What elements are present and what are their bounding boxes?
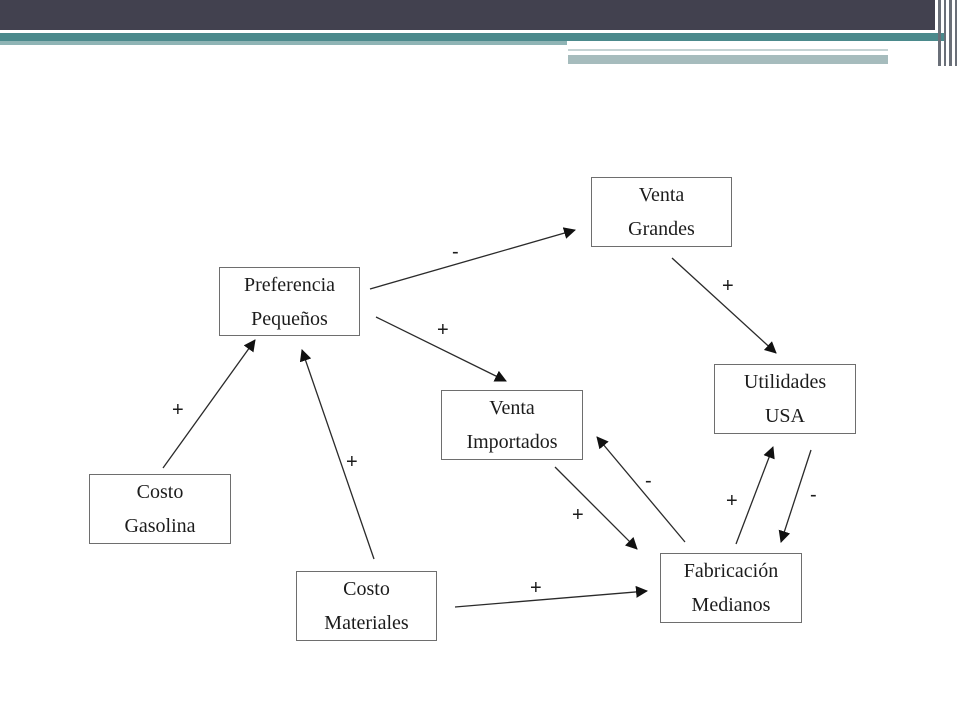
edge-label: + xyxy=(437,319,449,341)
node-label-line: Fabricación xyxy=(683,560,779,582)
edge-label: - xyxy=(452,241,459,263)
edge-materiales-to-fabricacion xyxy=(454,585,648,608)
node-label-line: Costo xyxy=(343,578,390,600)
edge-importados-to-fabricacion xyxy=(554,466,638,550)
node-label-line: Materiales xyxy=(324,612,409,634)
slide-corner-lines xyxy=(935,0,960,66)
node-venta-grandes: Venta Grandes xyxy=(591,177,732,247)
node-costo-materiales: Costo Materiales xyxy=(296,571,437,641)
edge-fabricacion-to-importados xyxy=(596,436,686,543)
node-label-line: Medianos xyxy=(691,594,771,616)
edge-label: - xyxy=(645,470,652,492)
node-label-line: Gasolina xyxy=(124,515,196,537)
edge-fabricacion-to-utilidades xyxy=(735,446,775,545)
node-label-line: Utilidades xyxy=(743,371,827,393)
node-label-line: USA xyxy=(764,405,805,427)
node-venta-importados: Venta Importados xyxy=(441,390,583,460)
slide-accent-stripe xyxy=(0,33,945,41)
edge-label: + xyxy=(722,275,734,297)
node-fabricacion-medianos: Fabricación Medianos xyxy=(660,553,802,623)
edge-label: + xyxy=(172,399,184,421)
node-label-line: Venta xyxy=(489,397,535,419)
edge-preferencia-to-venta-importados xyxy=(375,316,507,382)
edge-materiales-to-preferencia xyxy=(299,349,375,560)
slide-sub-stripe-thin xyxy=(568,49,888,51)
node-label-line: Grandes xyxy=(628,218,695,240)
node-label-line: Venta xyxy=(638,184,685,206)
edge-label: + xyxy=(726,490,738,512)
node-label-line: Costo xyxy=(136,481,184,503)
slide-accent-stripe-light xyxy=(0,41,567,45)
edge-venta-grandes-to-utilidades xyxy=(671,257,777,354)
edge-label: + xyxy=(572,504,584,526)
edge-label: + xyxy=(530,577,542,599)
node-preferencia-pequenos: Preferencia Pequeños xyxy=(219,267,360,336)
node-label-line: Importados xyxy=(466,431,558,453)
slide-sub-stripe xyxy=(568,55,888,64)
node-label-line: Preferencia xyxy=(243,273,336,296)
edge-label: - xyxy=(810,484,817,506)
node-label-line: Pequeños xyxy=(251,307,328,330)
edge-preferencia-to-venta-grandes xyxy=(369,227,576,290)
node-utilidades-usa: Utilidades USA xyxy=(714,364,856,434)
node-costo-gasolina: Costo Gasolina xyxy=(89,474,231,544)
edge-label: + xyxy=(346,451,358,473)
slide-top-band xyxy=(0,0,935,30)
edge-gasolina-to-preferencia xyxy=(162,339,256,469)
edge-utilidades-to-fabricacion xyxy=(778,449,812,543)
